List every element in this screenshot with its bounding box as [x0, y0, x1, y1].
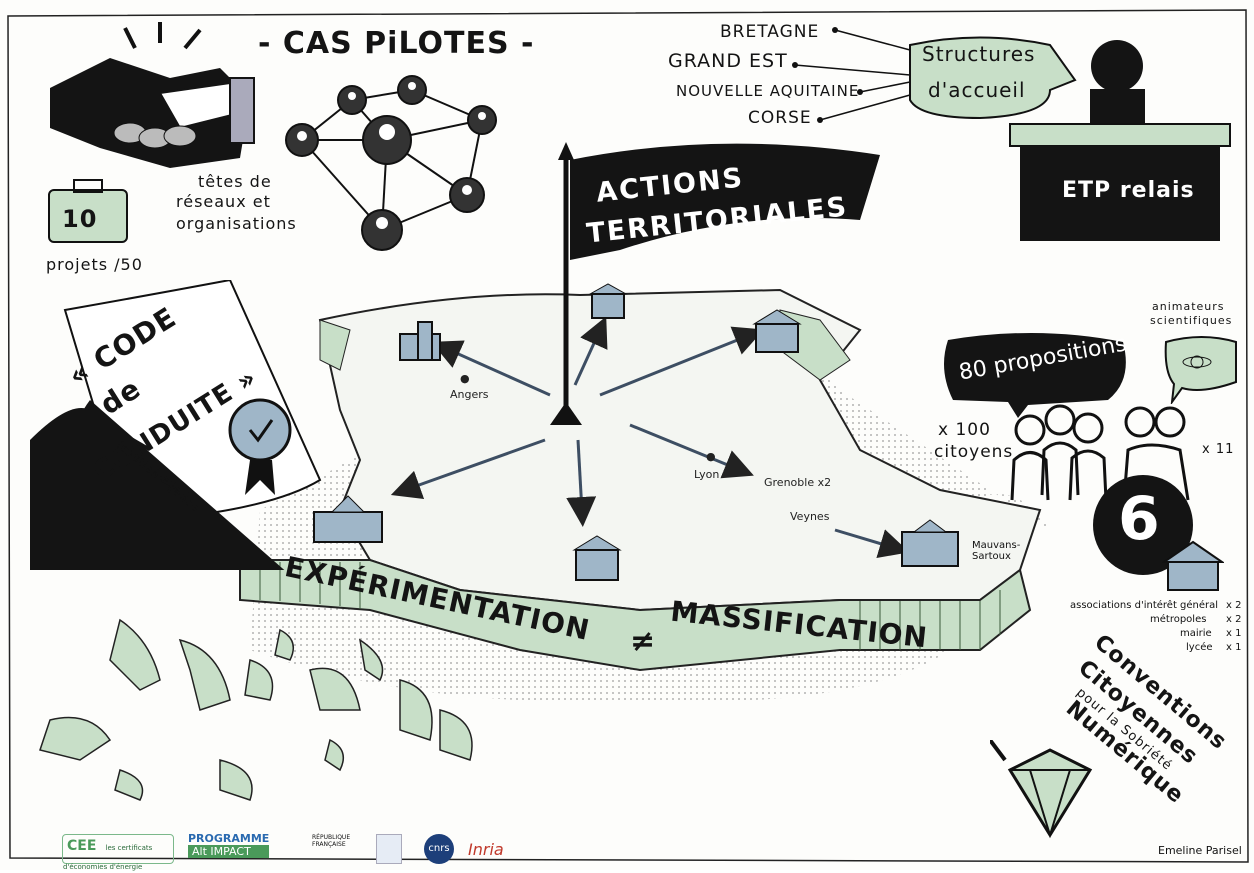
- city-lyon: Lyon: [694, 468, 720, 481]
- region-grand-est: GRAND EST: [668, 50, 788, 72]
- pin-icon: ●: [460, 372, 470, 385]
- logo-cnrs: cnrs: [424, 834, 454, 864]
- animators-line1: animateurs: [1152, 300, 1225, 313]
- six-circle: [1093, 475, 1193, 575]
- logo-inria: Inria: [468, 840, 504, 859]
- partner-mairie-count: x 1: [1226, 628, 1242, 639]
- school-icon-west: [313, 495, 383, 543]
- museum-icon-east: [752, 309, 802, 353]
- banner-separator: ≠: [630, 624, 657, 659]
- house-icon: [1162, 540, 1224, 591]
- structures-line1: Structures: [922, 42, 1036, 66]
- code-scroll-icon: [30, 280, 322, 570]
- briefcase-count: 10: [62, 205, 98, 233]
- logo-programme-line2: Alt IMPACT: [188, 845, 270, 858]
- conventions-number: 6: [1118, 484, 1160, 554]
- network-caption-line3: organisations: [176, 214, 297, 233]
- animators-line2: scientifiques: [1150, 314, 1233, 327]
- structures-line2: d'accueil: [928, 78, 1026, 102]
- city-mauvans-sartoux: Mauvans-Sartoux: [972, 540, 1021, 562]
- logo-programme: PROGRAMME Alt IMPACT: [188, 832, 270, 858]
- townhall-icon-north: [588, 283, 628, 319]
- projects-label: projets /50: [46, 255, 143, 274]
- etp-desk-icon: [1009, 40, 1231, 241]
- etp-label: ETP relais: [1062, 178, 1195, 203]
- partner-mairie: mairie: [1180, 628, 1212, 639]
- city-angers: Angers: [450, 388, 489, 401]
- flag-banner-shape: [570, 143, 880, 260]
- region-connectors: [792, 27, 911, 123]
- partner-lycee-count: x 1: [1226, 642, 1242, 653]
- network-caption-line2: réseaux et: [176, 192, 271, 211]
- logo-cee-text: les certificats d'économies d'énergie: [63, 844, 153, 871]
- people-group-icon: [1010, 404, 1190, 501]
- building-icon-angers: [399, 321, 441, 361]
- animators-count: x 11: [1202, 442, 1235, 457]
- partner-metropoles-count: x 2: [1226, 614, 1242, 625]
- school-icon-south-east: [901, 519, 959, 567]
- logo-republique: RÉPUBLIQUE FRANÇAISE: [312, 834, 351, 848]
- logo-cee: CEE les certificats d'économies d'énergi…: [62, 834, 174, 871]
- region-bretagne: BRETAGNE: [720, 22, 820, 42]
- citizens-line2: citoyens: [934, 442, 1014, 462]
- partner-associations: associations d'intérêt général: [1070, 600, 1219, 611]
- partner-lycee: lycée: [1186, 642, 1213, 653]
- page-title: - CAS PiLOTES -: [258, 26, 535, 61]
- region-corse: CORSE: [748, 108, 812, 128]
- artist-signature: Emeline Parisel: [1158, 844, 1242, 857]
- proposals-bubble: [944, 332, 1126, 418]
- network-caption-line1: têtes de: [198, 172, 272, 191]
- museum-icon-south: [572, 535, 622, 581]
- city-grenoble: Grenoble x2: [764, 476, 832, 489]
- structures-bubble: [909, 36, 1077, 120]
- france-map: [239, 288, 1050, 702]
- overseas-islands-map: [39, 618, 473, 801]
- network-diagram-icon: [285, 75, 497, 251]
- handshake-icon: [50, 22, 255, 168]
- partner-associations-count: x 2: [1226, 600, 1242, 611]
- diamond-icon: [990, 740, 1093, 839]
- pin-icon: ●: [706, 450, 716, 463]
- citizens-line1: x 100: [938, 420, 991, 440]
- partner-metropoles: métropoles: [1150, 614, 1207, 625]
- logo-ministry: [376, 834, 402, 864]
- city-veynes: Veynes: [790, 510, 830, 523]
- logo-programme-line1: PROGRAMME: [188, 832, 270, 845]
- science-bubble: [1164, 336, 1237, 404]
- region-nouvelle-aquitaine: NOUVELLE AQUITAINE: [676, 82, 860, 100]
- briefcase-icon: [48, 179, 128, 243]
- logo-cee-mark: CEE: [67, 838, 97, 854]
